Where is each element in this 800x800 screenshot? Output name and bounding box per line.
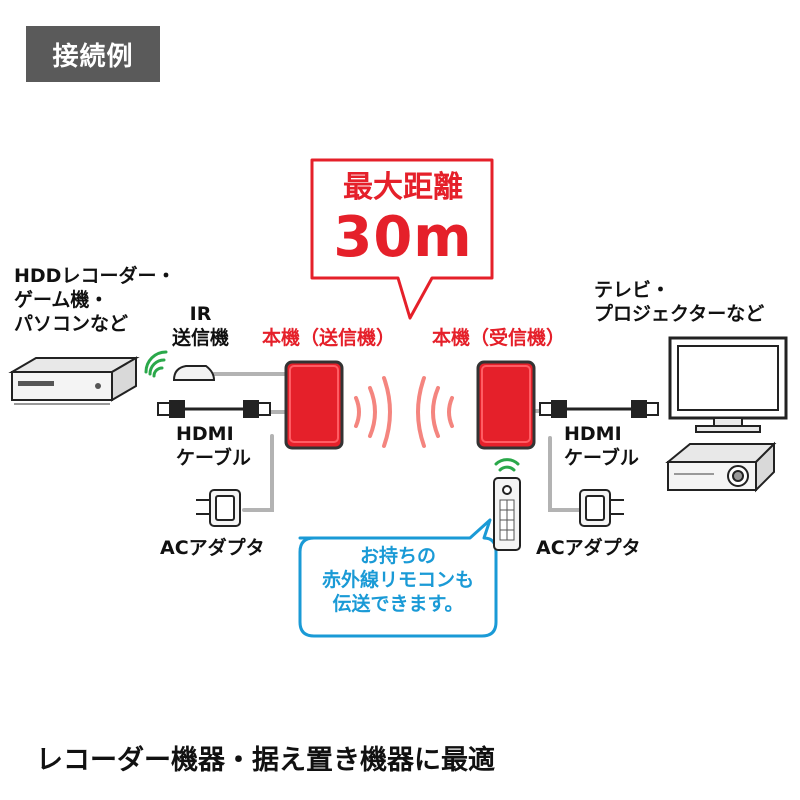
ac-adapter-label-right: ACアダプタ [536, 537, 641, 559]
receiver-unit-icon [476, 360, 536, 450]
hdmi-cable-icon-left [157, 400, 271, 418]
wireless-signal-right [416, 376, 454, 448]
max-distance-callout: 最大距離 30m [318, 168, 488, 268]
remote-control-icon [493, 477, 521, 551]
ir-note-callout: お持ちの 赤外線リモコンも 伝送できます。 [321, 545, 474, 615]
ir-emitter-label: IR 送信機 [172, 303, 230, 349]
footer-caption: レコーダー機器・据え置き機器に最適 [36, 745, 495, 776]
hdmi-cable-label-left: HDMI ケーブル [176, 423, 251, 469]
ac-adapter-icon-right [579, 489, 624, 527]
receiver-label: 本機（受信機） [432, 327, 566, 349]
max-distance-value: 30m [333, 205, 473, 270]
ir-emitter-icon [172, 365, 216, 381]
max-distance-label: 最大距離 [343, 170, 463, 205]
transmitter-unit-icon [284, 360, 344, 450]
display-device-label: テレビ・ プロジェクターなど [594, 279, 765, 325]
wifi-signal-icon [144, 350, 168, 378]
ir-note-callout-box [298, 518, 498, 638]
tv-icon [668, 336, 788, 433]
transmitter-label: 本機（送信機） [262, 327, 396, 349]
source-device-label: HDDレコーダー・ ゲーム機・ パソコンなど [14, 265, 176, 335]
recorder-icon [8, 356, 140, 405]
hdmi-cable-label-right: HDMI ケーブル [564, 423, 639, 469]
remote-wifi-icon [494, 458, 520, 472]
max-distance-callout-box [310, 158, 494, 320]
wireless-signal-left [354, 376, 392, 448]
section-badge: 接続例 [26, 26, 160, 82]
ac-adapter-label-left: ACアダプタ [160, 537, 265, 559]
ac-adapter-icon-left [196, 489, 241, 527]
hdmi-cable-icon-right [539, 400, 659, 418]
projector-icon [665, 441, 777, 493]
